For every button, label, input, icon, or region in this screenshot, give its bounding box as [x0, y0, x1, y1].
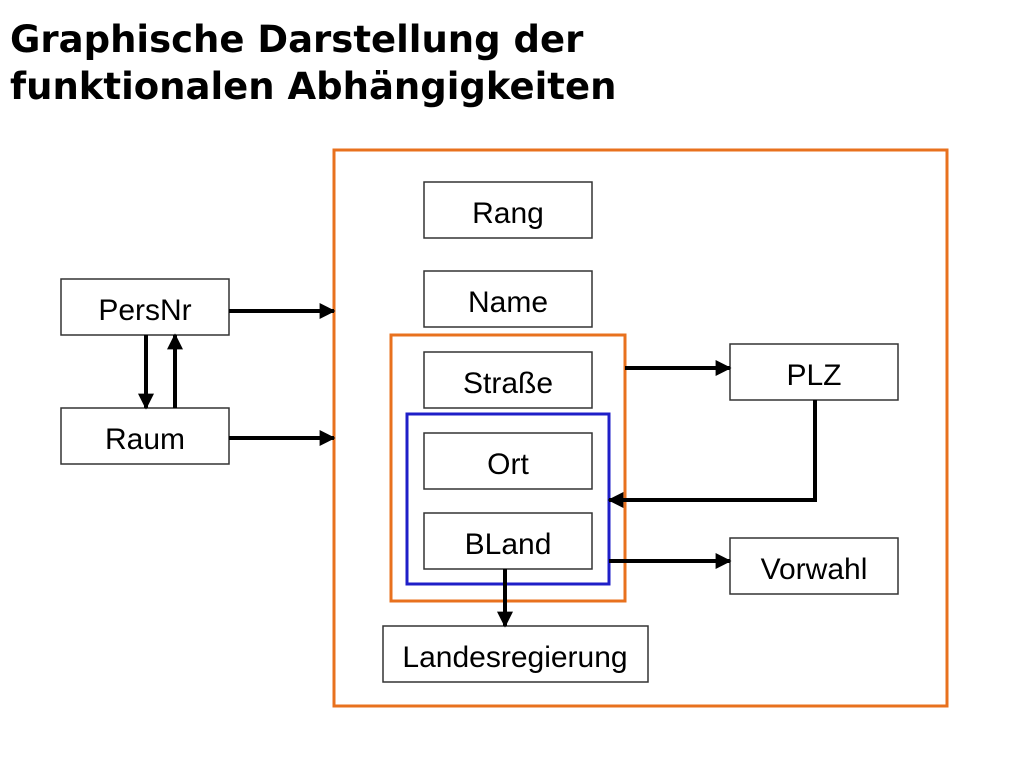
node-bland-label: BLand [465, 528, 552, 561]
node-persnr: PersNr [60, 278, 230, 336]
node-name: Name [423, 270, 593, 328]
node-rang-label: Rang [472, 197, 544, 230]
node-landesregierung-label: Landesregierung [402, 641, 627, 674]
title-line-1: Graphische Darstellung der [10, 18, 584, 61]
node-persnr-label: PersNr [98, 294, 191, 327]
node-ort-label: Ort [487, 448, 529, 481]
page-title: Graphische Darstellung der funktionalen … [10, 16, 1010, 110]
node-bland: BLand [423, 512, 593, 570]
node-strasse: Straße [423, 351, 593, 409]
node-strasse-label: Straße [463, 367, 553, 400]
node-ort: Ort [423, 432, 593, 490]
title-line-2: funktionalen Abhängigkeiten [10, 65, 617, 108]
node-raum: Raum [60, 407, 230, 465]
node-rang: Rang [423, 181, 593, 239]
node-vorwahl: Vorwahl [729, 537, 899, 595]
arrow-plz-to-inner-group [607, 400, 817, 508]
node-name-label: Name [468, 286, 548, 319]
node-plz: PLZ [729, 343, 899, 401]
middle-group-frame [389, 333, 627, 603]
node-landesregierung: Landesregierung [382, 625, 649, 683]
node-raum-label: Raum [105, 423, 185, 456]
node-vorwahl-label: Vorwahl [761, 553, 868, 586]
outer-group-frame [332, 148, 949, 708]
node-plz-label: PLZ [786, 359, 841, 392]
